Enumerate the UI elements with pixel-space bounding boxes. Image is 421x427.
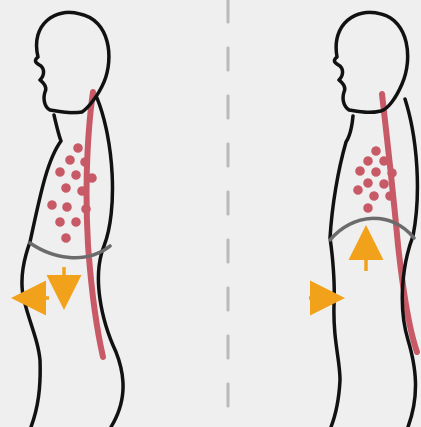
lung-dot [73,143,83,153]
lung-dot [371,146,381,156]
lung-dot [71,217,81,227]
right-back-outline [402,99,417,427]
right-figure [309,12,417,427]
lung-dot [385,191,395,201]
lung-dot [371,167,381,177]
lung-dot [363,178,373,188]
left-spine [87,92,103,357]
lung-dot [355,166,365,176]
lung-dot [55,217,65,227]
lung-dot [379,179,389,189]
lung-dot [81,204,91,214]
lung-dot [80,157,90,167]
lung-dot [62,202,72,212]
lung-dot [55,167,65,177]
lung-dot [65,155,75,165]
lung-dot [61,183,71,193]
right-diaphragm [330,218,414,240]
lung-dot [87,173,97,183]
left-back-outline [97,98,123,427]
lung-dot [369,191,379,201]
right-front-outline [330,116,353,427]
left-diaphragm [30,243,110,258]
lung-dot [387,168,397,178]
left-front-outline [22,115,61,427]
left-figure [22,12,123,427]
lung-dot [353,185,363,195]
lung-dot [363,156,373,166]
lung-dot [379,156,389,166]
lung-dot [61,233,71,243]
lung-dot [71,170,81,180]
lung-dot [77,186,87,196]
lung-dot [363,203,373,213]
lung-dot [47,200,57,210]
right-head-outline [334,12,407,112]
